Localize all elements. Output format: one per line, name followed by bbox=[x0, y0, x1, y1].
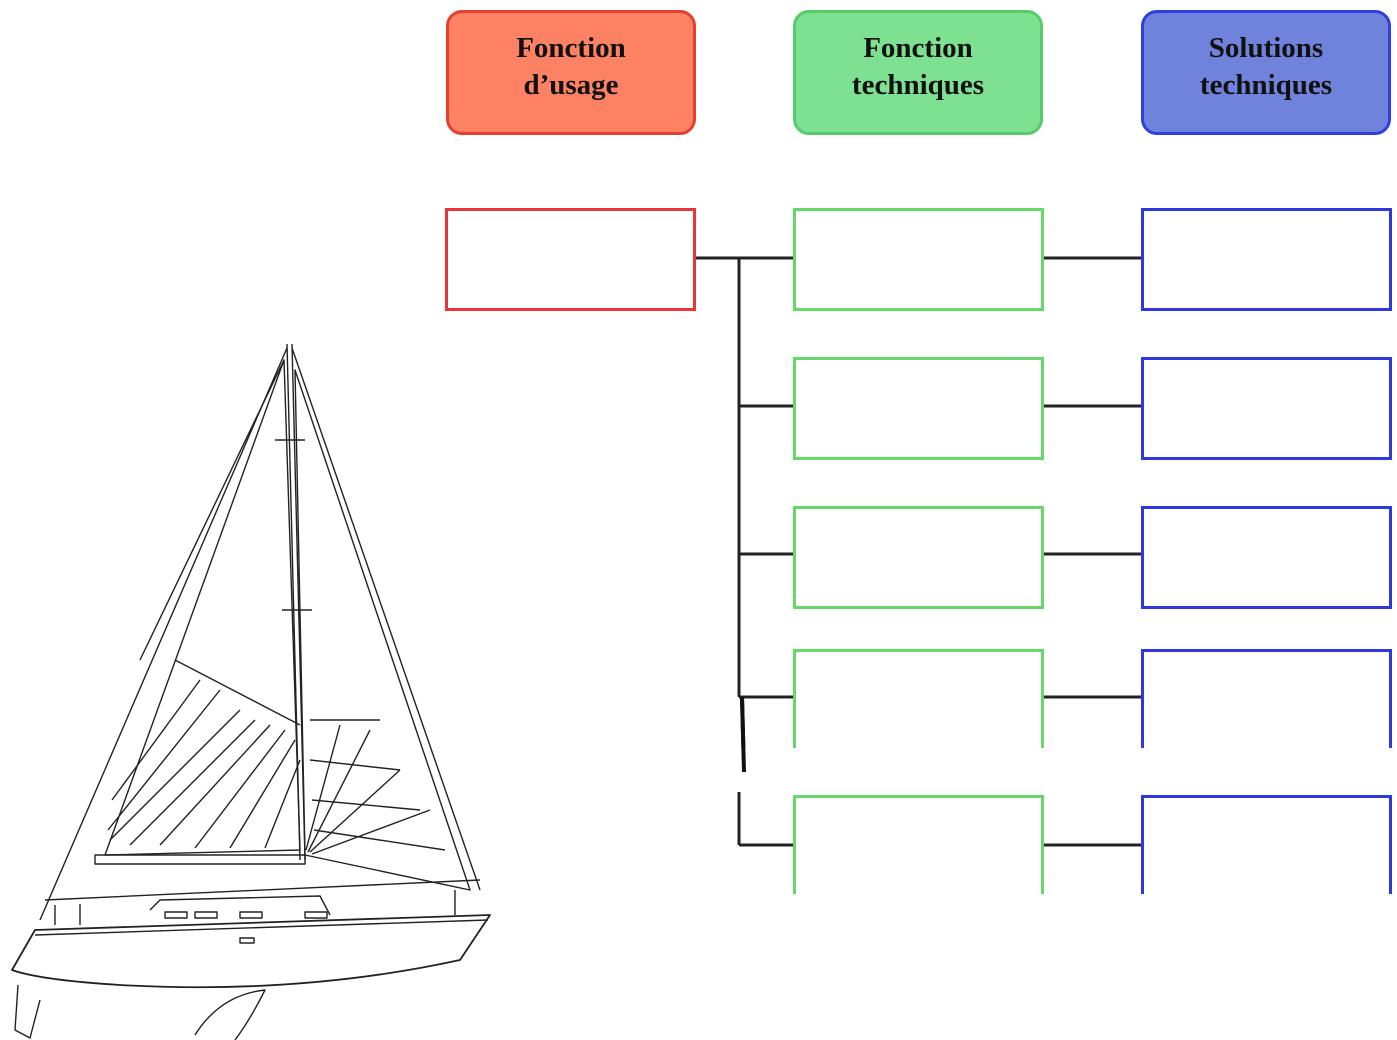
header-usage-line1: Fonction bbox=[516, 31, 626, 64]
technical-solution-box-5[interactable] bbox=[1141, 795, 1392, 898]
technical-function-box-3[interactable] bbox=[793, 506, 1044, 609]
technical-function-box-2[interactable] bbox=[793, 357, 1044, 460]
sailboat-icon bbox=[11, 343, 491, 1040]
technical-function-box-5[interactable] bbox=[793, 795, 1044, 898]
technical-solution-box-2[interactable] bbox=[1141, 357, 1392, 460]
header-tech-line2: techniques bbox=[851, 68, 985, 101]
header-sol-line2: techniques bbox=[1199, 68, 1333, 101]
header-fonction-techniques: Fonction techniques bbox=[793, 10, 1043, 135]
crop-mask-row4 bbox=[520, 748, 1397, 792]
technical-function-box-4[interactable] bbox=[793, 649, 1044, 752]
header-sol-line1: Solutions bbox=[1208, 31, 1324, 64]
technical-solution-box-4[interactable] bbox=[1141, 649, 1392, 752]
usage-function-box[interactable] bbox=[445, 208, 696, 311]
header-solutions-techniques: Solutions techniques bbox=[1141, 10, 1391, 135]
header-tech-line1: Fonction bbox=[863, 31, 973, 64]
technical-solution-box-1[interactable] bbox=[1141, 208, 1392, 311]
header-usage-line2: d’usage bbox=[523, 68, 619, 101]
technical-function-box-1[interactable] bbox=[793, 208, 1044, 311]
crop-mask-row5 bbox=[520, 894, 1397, 1040]
technical-solution-box-3[interactable] bbox=[1141, 506, 1392, 609]
header-fonction-usage: Fonction d’usage bbox=[446, 10, 696, 135]
